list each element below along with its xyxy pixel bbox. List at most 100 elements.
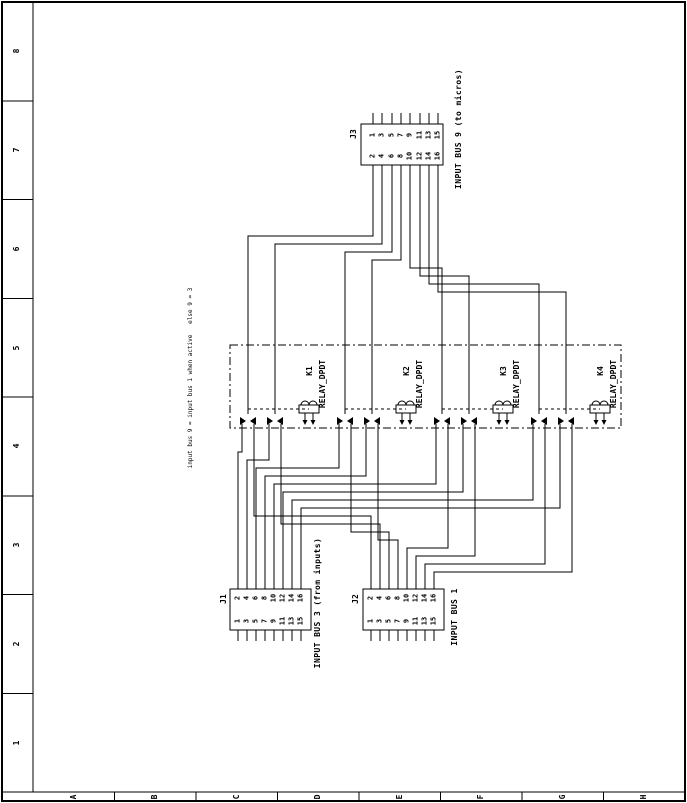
zone-letter-label: A bbox=[68, 794, 78, 800]
connector-j1-body bbox=[229, 588, 312, 631]
wire-relay-to-bus1 bbox=[280, 428, 381, 589]
relay-contact-arrow-icon bbox=[364, 417, 370, 425]
connector-j3-pin-number: 5 bbox=[387, 132, 396, 137]
connector-j1-pin-number: 8 bbox=[260, 595, 269, 601]
connector-j2-pin-number: 13 bbox=[420, 616, 429, 626]
connector-j3-pin-number: 10 bbox=[405, 151, 414, 160]
relay-coil-pin-arrow-icon bbox=[302, 420, 308, 425]
wire-relay-to-bus3 bbox=[282, 428, 464, 589]
relay-contact-arrow-icon bbox=[434, 417, 440, 425]
zone-number-label: 8 bbox=[12, 48, 21, 54]
wire-relay-to-bus3 bbox=[237, 428, 243, 589]
wire-bus9-to-relay-common bbox=[428, 165, 540, 414]
relay-type-label: RELAY_DPDT bbox=[318, 359, 327, 409]
wire-relay-to-bus1 bbox=[377, 428, 399, 589]
wire-relay-to-bus1 bbox=[406, 428, 449, 589]
zone-number-label: 1 bbox=[12, 740, 21, 746]
connector-j3-pin-number: 12 bbox=[415, 151, 424, 160]
wire-bus9-to-relay-common bbox=[419, 165, 470, 414]
relay-refdes: K3 bbox=[499, 366, 508, 376]
zone-number-label: 7 bbox=[12, 147, 21, 153]
relay-coil-pin-arrow-icon bbox=[407, 420, 413, 425]
connector-j3-pin-number: 6 bbox=[387, 153, 396, 158]
wire-relay-to-bus1 bbox=[253, 428, 372, 589]
connector-j1-pin-number: 15 bbox=[296, 616, 305, 626]
zone-letter-label: H bbox=[639, 794, 649, 800]
relay-coil-winding-icon bbox=[300, 400, 318, 406]
connector-j1-pin-number: 10 bbox=[269, 593, 278, 603]
connector-j2-pin-number: 5 bbox=[384, 618, 393, 624]
relay-contact-arrow-icon bbox=[558, 417, 564, 425]
relay-coil-pin-arrow-icon bbox=[601, 420, 607, 425]
relay-contact-arrow-icon bbox=[250, 417, 256, 425]
wire-relay-to-bus3 bbox=[246, 428, 270, 589]
connector-j3-pin-number: 4 bbox=[377, 153, 386, 158]
relay-contact-arrow-icon bbox=[374, 417, 380, 425]
relay-contact-arrow-icon bbox=[568, 417, 574, 425]
relay-contact-arrow-icon bbox=[471, 417, 477, 425]
connector-j2-pin-number: 16 bbox=[429, 593, 438, 603]
connector-j2-pin-number: 4 bbox=[375, 595, 384, 601]
connector-j3-pin-number: 7 bbox=[396, 132, 405, 137]
connector-j3-pin-number: 14 bbox=[424, 151, 433, 160]
connector-j3-pin-number: 2 bbox=[368, 153, 377, 158]
connector-j3-pin-number: 11 bbox=[415, 130, 424, 139]
wire-bus9-to-relay-common bbox=[274, 165, 383, 414]
zone-number-label: 5 bbox=[12, 345, 21, 351]
zone-number-label: 2 bbox=[12, 641, 21, 647]
connector-j2-pin-number: 11 bbox=[411, 616, 420, 626]
zone-number-label: 6 bbox=[12, 246, 21, 252]
relay-group-boundary bbox=[229, 344, 622, 429]
wire-bus9-to-relay-common bbox=[437, 165, 567, 414]
relay-coil-pin-arrow-icon bbox=[504, 420, 510, 425]
relay-contact-arrow-icon bbox=[461, 417, 467, 425]
relay-coil-pin-arrow-icon bbox=[399, 420, 405, 425]
connector-j3-pin-number: 9 bbox=[405, 132, 414, 137]
connector-j1-pin-number: 2 bbox=[233, 595, 242, 601]
connector-j1-pin-number: 12 bbox=[278, 593, 287, 603]
connector-j1-pin-number: 11 bbox=[278, 616, 287, 626]
wire-bus9-to-relay-common bbox=[247, 165, 374, 414]
wire-relay-to-bus1 bbox=[424, 428, 546, 589]
connector-j2-refdes: J2 bbox=[351, 594, 360, 604]
connector-j2-pin-number: 1 bbox=[366, 618, 375, 624]
relay-coil-pin-arrow-icon bbox=[593, 420, 599, 425]
connector-j2-bus-label: INPUT BUS 1 bbox=[450, 588, 459, 646]
wire-relay-to-bus1 bbox=[415, 428, 476, 589]
connector-j3-pin-number: 1 bbox=[368, 132, 377, 137]
relay-coil-winding-icon bbox=[397, 400, 415, 406]
wire-bus9-to-relay-common bbox=[344, 165, 393, 414]
connector-j3-pin-number: 15 bbox=[433, 130, 442, 139]
relay-contact-arrow-icon bbox=[347, 417, 353, 425]
connector-j2-body bbox=[362, 588, 445, 631]
connector-j2-pin-number: 12 bbox=[411, 593, 420, 603]
relay-refdes: K4 bbox=[596, 366, 605, 376]
connector-j2-pin-number: 3 bbox=[375, 618, 384, 624]
wire-relay-to-bus3 bbox=[255, 428, 340, 589]
connector-j2-pin-number: 8 bbox=[393, 595, 402, 601]
connector-j1-pin-number: 6 bbox=[251, 595, 260, 601]
relay-contact-arrow-icon bbox=[267, 417, 273, 425]
relay-coil-pin-arrow-icon bbox=[310, 420, 316, 425]
zone-letter-label: C bbox=[231, 794, 241, 800]
relay-contact-arrow-icon bbox=[444, 417, 450, 425]
connector-j1-pin-number: 1 bbox=[233, 618, 242, 624]
wire-bus9-to-relay-common bbox=[409, 165, 443, 414]
zone-letter-label: G bbox=[557, 794, 567, 800]
connector-j3-pin-number: 13 bbox=[424, 130, 433, 139]
wire-relay-to-bus1 bbox=[433, 428, 573, 589]
wire-relay-to-bus1 bbox=[350, 428, 390, 589]
relay-refdes: K1 bbox=[305, 366, 314, 376]
connector-j1-pin-number: 13 bbox=[287, 616, 296, 626]
relay-contact-arrow-icon bbox=[337, 417, 343, 425]
connector-j2-pin-number: 6 bbox=[384, 595, 393, 601]
connector-j3-pin-number: 3 bbox=[377, 132, 386, 137]
relay-contact-arrow-icon bbox=[541, 417, 547, 425]
connector-j3-refdes: J3 bbox=[349, 129, 358, 139]
connector-j2-pin-number: 10 bbox=[402, 593, 411, 603]
connector-j3-pin-number: 16 bbox=[433, 151, 442, 160]
wire-bus9-to-relay-common bbox=[371, 165, 402, 414]
relay-contact-arrow-icon bbox=[240, 417, 246, 425]
